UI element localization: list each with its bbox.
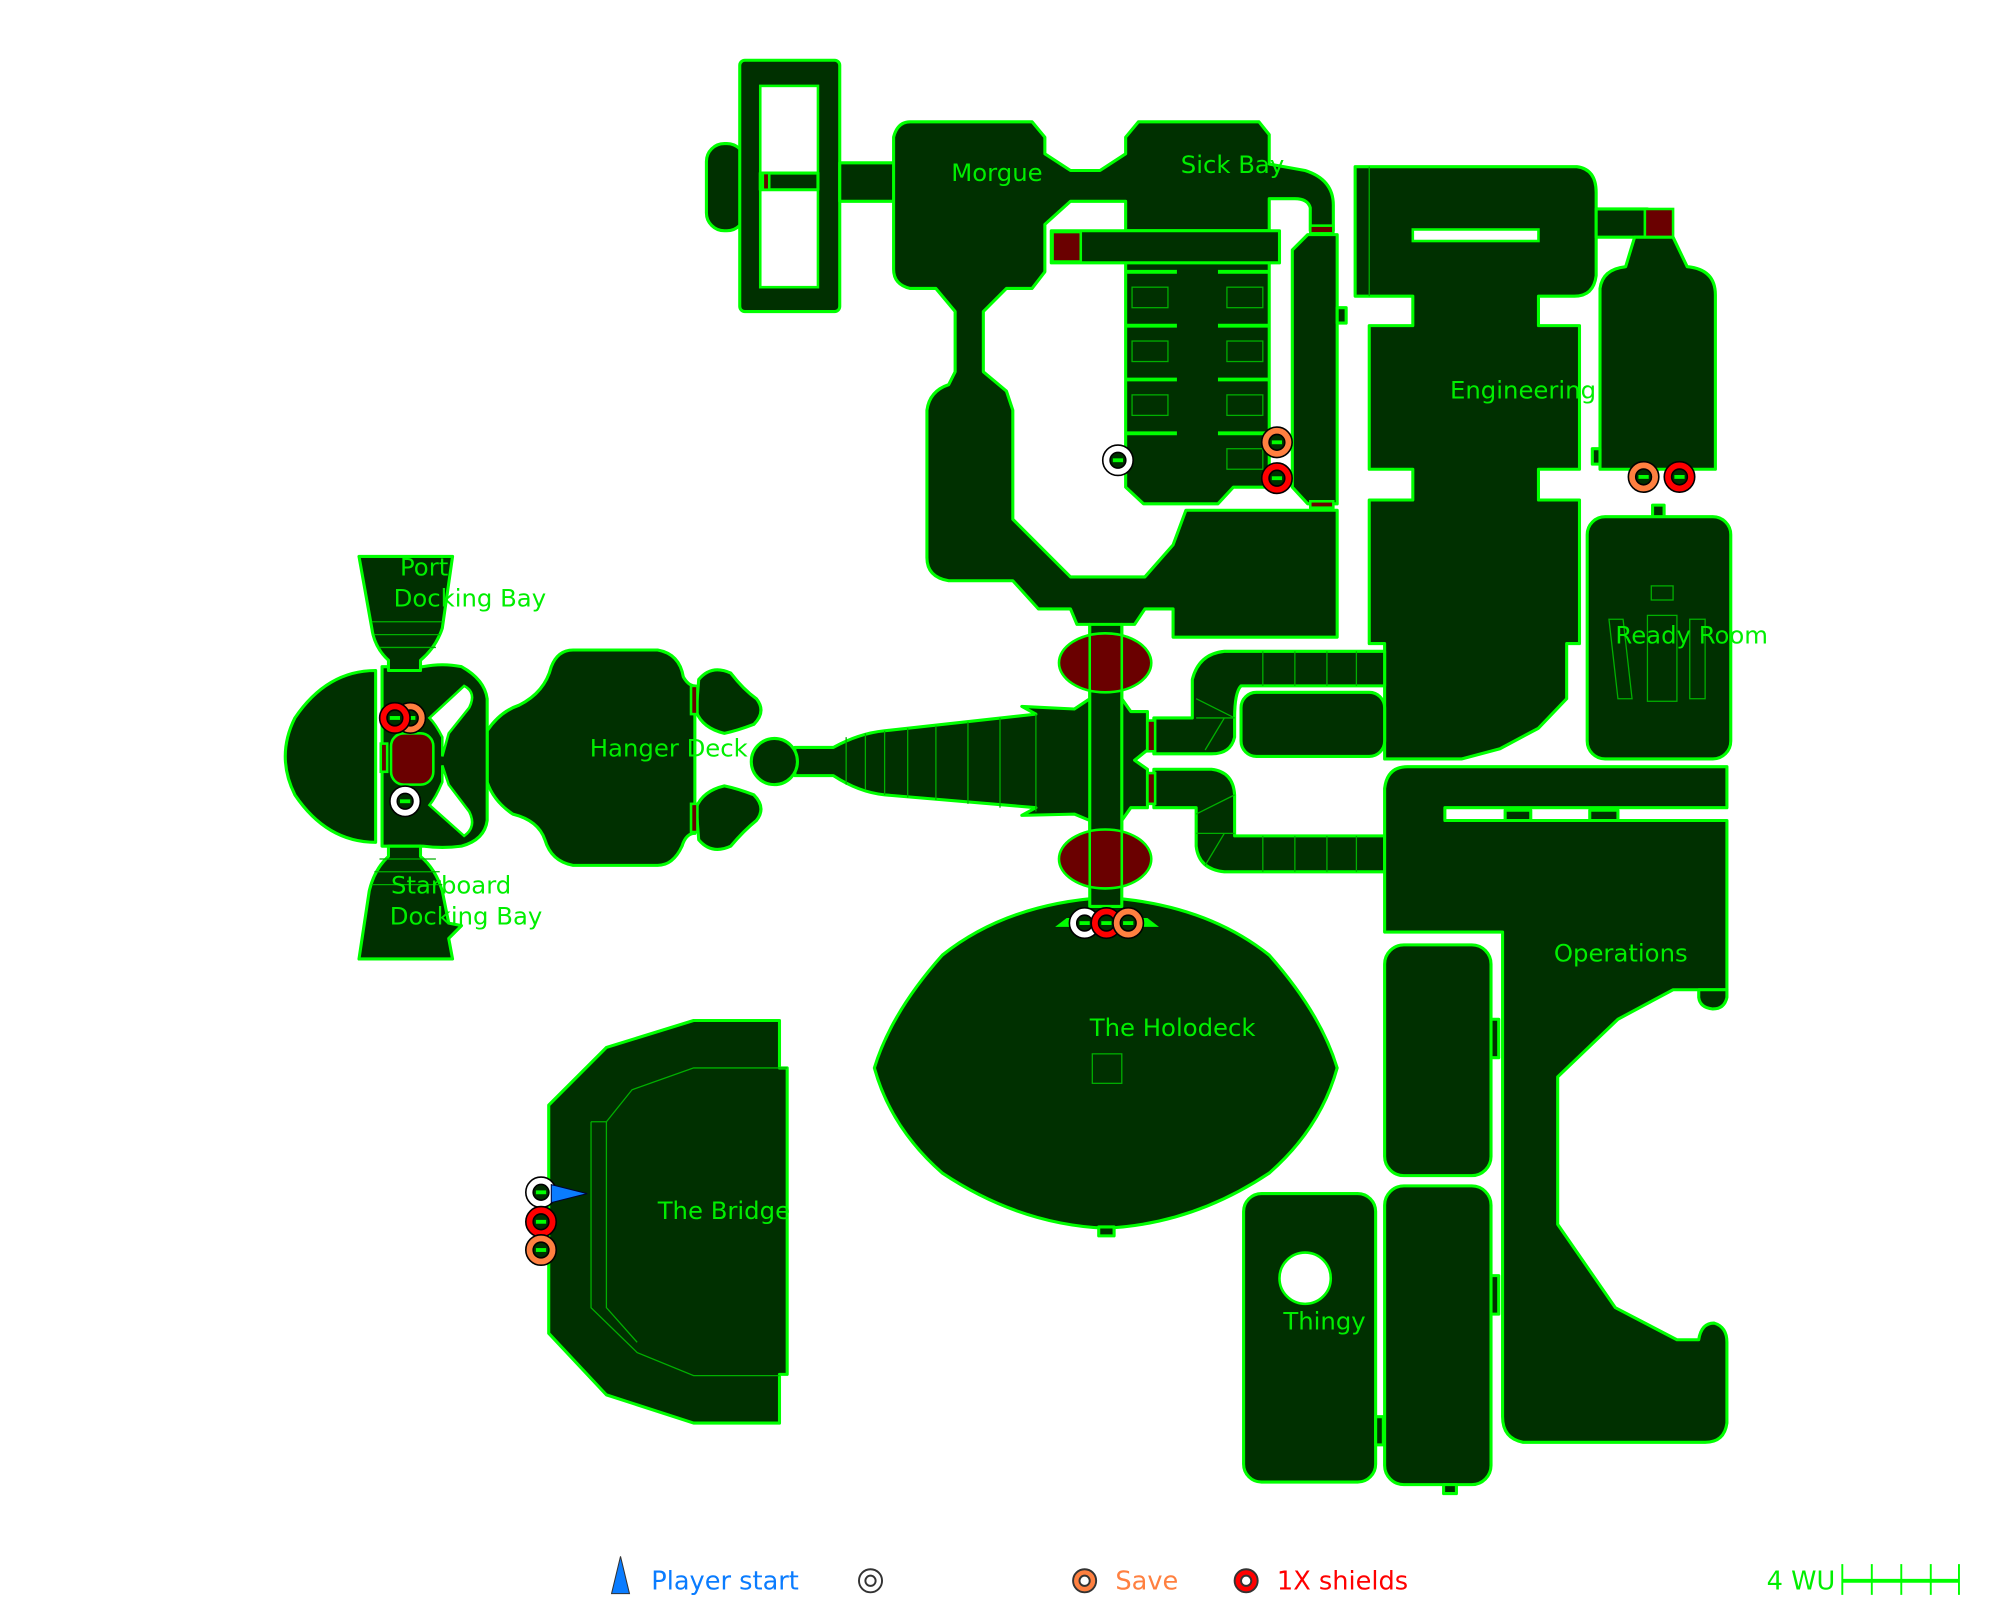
label-hanger-deck: Hanger Deck <box>590 733 749 762</box>
scale-bar <box>1841 1564 1960 1595</box>
hub-east-corridors <box>1152 649 1387 874</box>
holodeck-room <box>872 895 1339 1238</box>
white-marker[interactable] <box>1106 449 1129 472</box>
legend-player-start: Player start <box>651 1567 799 1597</box>
legend-save: Save <box>1115 1567 1178 1597</box>
save-legend-icon <box>1072 1568 1098 1594</box>
legend-shields: 1X shields <box>1277 1567 1408 1597</box>
shields-marker[interactable] <box>383 706 406 729</box>
label-engineering: Engineering <box>1450 376 1596 405</box>
player-start-icon[interactable] <box>550 1183 588 1204</box>
save-marker[interactable] <box>1632 465 1655 488</box>
operations-room <box>1383 765 1729 1496</box>
label-starboard-docking-bay-line1: Starboard <box>391 871 511 900</box>
morgue-sickbay-complex <box>892 120 1339 643</box>
sick-bay-ward <box>1049 229 1282 506</box>
save-marker[interactable] <box>529 1238 552 1261</box>
player-start-legend-icon <box>610 1556 631 1595</box>
label-sick-bay: Sick Bay <box>1181 150 1284 179</box>
ladder-room <box>704 58 899 314</box>
legend: Player start Save 1X shields 4 WU <box>610 1556 1960 1597</box>
east-corridor <box>1290 224 1348 509</box>
shields-marker[interactable] <box>529 1210 552 1233</box>
docking-airlock-door[interactable] <box>389 732 435 786</box>
white-marker[interactable] <box>529 1181 552 1204</box>
shields-marker[interactable] <box>1265 467 1288 490</box>
label-port-docking-bay-line2: Docking Bay <box>394 583 547 612</box>
thingy-room <box>1242 1192 1385 1484</box>
white-marker-legend-icon <box>858 1568 884 1594</box>
label-bridge: The Bridge <box>657 1196 790 1225</box>
label-port-docking-bay-line1: Port <box>400 553 448 582</box>
save-marker[interactable] <box>1117 912 1140 935</box>
label-thingy: Thingy <box>1282 1306 1365 1335</box>
label-operations: Operations <box>1554 939 1688 968</box>
south-airlock-door[interactable] <box>1057 828 1153 890</box>
shields-marker[interactable] <box>1668 465 1691 488</box>
ready-room <box>1585 503 1733 761</box>
engineering-room <box>1353 165 1717 761</box>
label-holodeck: The Holodeck <box>1089 1013 1257 1042</box>
scale-label: 4 WU <box>1767 1567 1836 1597</box>
label-starboard-docking-bay-line2: Docking Bay <box>390 901 543 930</box>
central-hub <box>793 622 1157 908</box>
label-ready-room: Ready Room <box>1615 621 1768 650</box>
save-marker[interactable] <box>1265 431 1288 454</box>
north-airlock-door[interactable] <box>1057 632 1153 694</box>
hanger-deck-room <box>485 648 799 867</box>
shields-legend-icon <box>1233 1568 1259 1594</box>
label-morgue: Morgue <box>951 158 1042 187</box>
bridge-room <box>547 1018 789 1425</box>
docking-bay-complex <box>283 554 489 961</box>
white-marker[interactable] <box>394 790 417 813</box>
